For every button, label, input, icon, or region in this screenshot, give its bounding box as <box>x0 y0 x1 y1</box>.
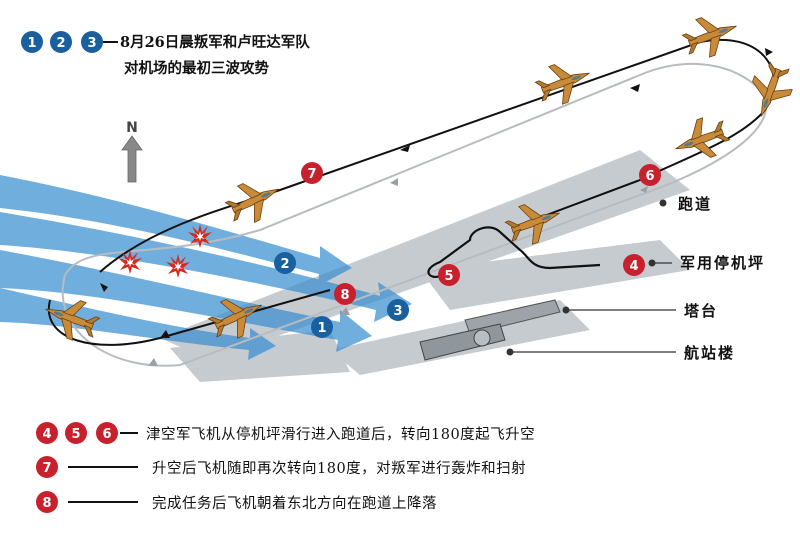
svg-text:6: 6 <box>102 427 111 442</box>
compass: N <box>121 120 143 183</box>
wave-marker-3-label: 3 <box>393 304 402 319</box>
header-title-line-2: 对机场的最初三波攻势 <box>124 59 269 77</box>
tower-label: 塔台 <box>684 302 718 320</box>
step-marker-6-label: 6 <box>645 169 654 184</box>
runway-strip <box>160 150 690 360</box>
direction-arrows <box>100 48 773 366</box>
step-marker-5: 5 <box>438 264 460 286</box>
wave-marker-2: 2 <box>274 252 296 274</box>
step-marker-6: 6 <box>639 164 661 186</box>
legend-row-3: 8 完成任务后飞机朝着东北方向在跑道上降落 <box>36 491 437 513</box>
svg-text:3: 3 <box>87 36 96 51</box>
header-wave-2: 2 <box>50 31 72 53</box>
svg-text:2: 2 <box>56 36 65 51</box>
step-marker-7: 7 <box>301 162 323 184</box>
svg-text:7: 7 <box>42 461 51 476</box>
header-wave-3: 3 <box>81 31 103 53</box>
taxi-route <box>427 226 601 278</box>
terminal-label: 航站楼 <box>684 344 735 362</box>
header-title-line-1: 8月26日晨叛军和卢旺达军队 <box>120 33 310 51</box>
svg-text:1: 1 <box>27 36 36 51</box>
step-marker-7-label: 7 <box>307 167 316 182</box>
legend-text-3: 完成任务后飞机朝着东北方向在跑道上降落 <box>152 495 437 512</box>
header-wave-1: 1 <box>21 31 43 53</box>
step-marker-4: 4 <box>623 254 645 276</box>
apron-area <box>420 240 690 310</box>
step-marker-8: 8 <box>334 283 356 305</box>
svg-text:8: 8 <box>42 496 51 511</box>
jet-icon <box>741 58 799 124</box>
header: 1 2 3 8月26日晨叛军和卢旺达军队 对机场的最初三波攻势 <box>21 31 310 77</box>
terminal-dome <box>473 329 491 347</box>
callouts: 跑道 军用停机坪 塔台 航站楼 <box>506 195 765 362</box>
step-marker-5-label: 5 <box>444 269 453 284</box>
legend-text-1: 津空军飞机从停机坪滑行进入跑道后，转向180度起飞升空 <box>146 426 535 443</box>
wave-marker-1: 1 <box>311 316 333 338</box>
wave-marker-3: 3 <box>387 299 409 321</box>
wave-marker-2-label: 2 <box>280 257 289 272</box>
step-marker-4-label: 4 <box>629 259 638 274</box>
jet-icon <box>220 170 288 231</box>
jet-icon <box>668 111 734 169</box>
legend: 4 5 6 津空军飞机从停机坪滑行进入跑道后，转向180度起飞升空 7 升空后飞… <box>36 422 535 513</box>
svg-text:5: 5 <box>71 427 80 442</box>
legend-text-2: 升空后飞机随即再次转向180度，对叛军进行轰炸和扫射 <box>152 459 526 477</box>
runway-label: 跑道 <box>678 195 712 213</box>
svg-text:4: 4 <box>42 427 51 442</box>
north-arrow-icon <box>121 135 143 183</box>
airport-buildings <box>419 299 561 361</box>
step-marker-8-label: 8 <box>340 288 349 303</box>
tower-building <box>464 299 561 335</box>
rebel-flows <box>0 175 412 360</box>
legend-row-1: 4 5 6 津空军飞机从停机坪滑行进入跑道后，转向180度起飞升空 <box>36 422 535 444</box>
legend-row-2: 7 升空后飞机随即再次转向180度，对叛军进行轰炸和扫射 <box>36 456 526 478</box>
military-apron-label: 军用停机坪 <box>680 254 765 272</box>
wave-marker-1-label: 1 <box>317 321 326 336</box>
jet-icon <box>678 6 744 64</box>
compass-north-label: N <box>126 120 138 136</box>
